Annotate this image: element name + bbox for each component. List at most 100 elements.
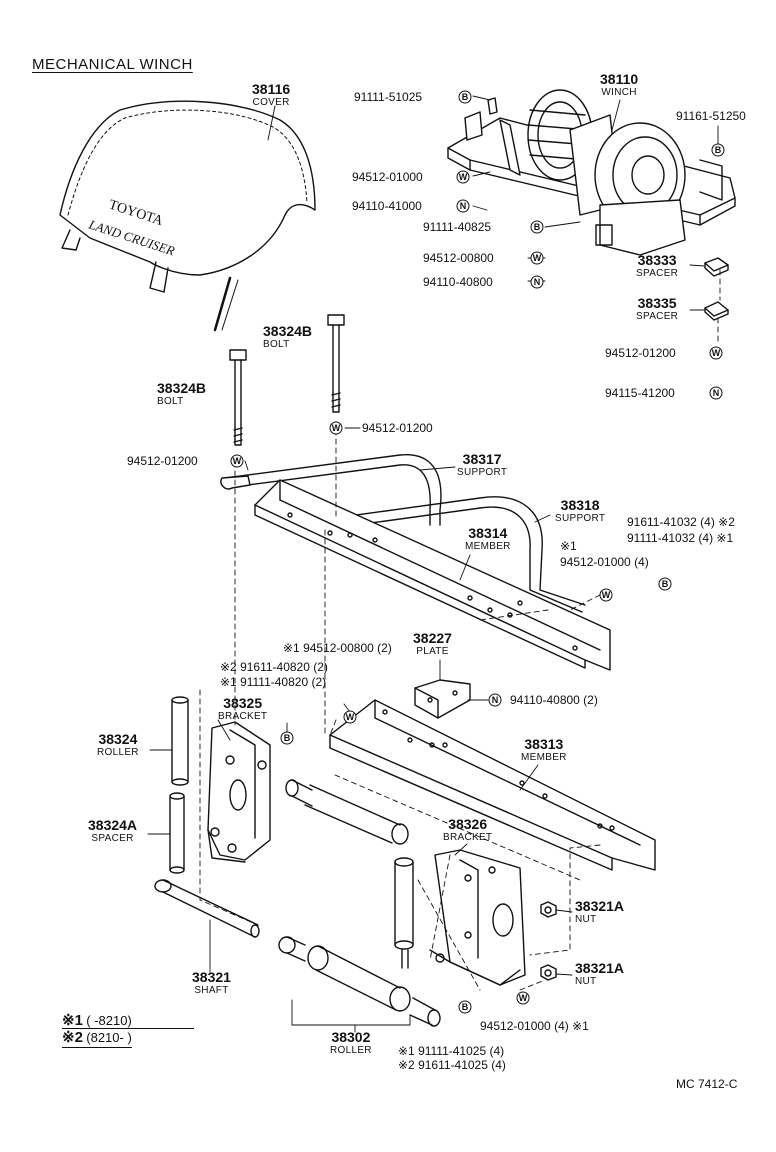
member-38314 [254, 479, 611, 671]
svg-text:W: W [519, 993, 528, 1003]
part-number: 38321A [575, 898, 625, 914]
part-name: ROLLER [97, 747, 139, 758]
svg-text:B: B [462, 92, 469, 102]
part-name: BOLT [157, 396, 184, 407]
svg-text:N: N [713, 388, 720, 398]
fastener-f1: 91111-51025 [354, 90, 423, 104]
part-name: NUT [575, 976, 597, 987]
fastener-f17: ※1 91111-40820 (2) [220, 675, 327, 689]
label-bolt-left: 38324B BOLT [157, 380, 207, 408]
part-number: 38227 [413, 630, 452, 646]
washer-symbol-icon: W [343, 710, 357, 724]
legend-text-2: (8210- ) [86, 1030, 132, 1045]
washer-symbol-icon: W [530, 251, 544, 265]
label-bracket-38326: 38326 BRACKET [443, 817, 493, 844]
washer-symbol-icon: W [329, 421, 343, 435]
fastener-f20: ※1 91111-41025 (4) [398, 1044, 505, 1058]
label-shaft: 38321 SHAFT [192, 969, 231, 997]
part-name: BRACKET [443, 832, 493, 843]
bolt-symbol-icon: B [458, 1000, 472, 1014]
nut-lower [540, 964, 557, 981]
bolt-symbol-icon: B [711, 143, 725, 157]
assembly-guide-lines [199, 269, 721, 991]
roller-38302 [278, 936, 441, 1027]
svg-text:W: W [459, 172, 468, 182]
legend-note-1: ※1 ( -8210) [62, 1012, 132, 1029]
part-number: 38324B [157, 380, 207, 396]
fastener-f16: ※2 91611-40820 (2) [220, 660, 328, 674]
svg-text:B: B [662, 579, 669, 589]
fastener-f14-mark: ※1 [560, 539, 577, 553]
washer-symbol-icon: W [516, 991, 530, 1005]
label-spacer-38324a: 38324A SPACER [88, 817, 138, 845]
label-bolt-right: 38324B BOLT [263, 324, 312, 351]
legend-mark-1: ※1 [62, 1012, 83, 1029]
diagram-code: MC 7412-C [676, 1077, 738, 1091]
fastener-f6: 94512-00800 [423, 251, 494, 265]
fastener-f5: 91111-40825 [423, 220, 492, 234]
part-number: 38302 [331, 1029, 371, 1045]
washer-symbol-icon: W [599, 588, 613, 602]
svg-text:N: N [460, 201, 467, 211]
bolt-symbol-icon: B [458, 90, 472, 104]
part-name: WINCH [601, 87, 637, 98]
part-name: ROLLER [330, 1045, 372, 1056]
part-number: 38317 [462, 451, 502, 467]
roller-vertical [394, 857, 414, 969]
label-roller-38302: 38302 ROLLER [330, 1029, 372, 1057]
part-number: 38333 [637, 252, 677, 268]
svg-text:B: B [462, 1002, 469, 1012]
part-name: SPACER [91, 833, 134, 844]
part-number: 38318 [560, 497, 600, 513]
fastener-f19: 94512-01000 (4) ※1 [480, 1019, 589, 1033]
washer-symbol-icon: W [230, 454, 244, 468]
part-number: 38313 [524, 736, 564, 752]
bracket-38326 [429, 849, 526, 986]
part-number: 38325 [223, 695, 263, 711]
label-member-38313: 38313 MEMBER [521, 736, 567, 764]
label-plate: 38227 PLATE [413, 630, 452, 658]
roller-upper [285, 779, 409, 845]
winch-cover: TOYOTA LAND CRUISER [59, 100, 316, 332]
svg-text:W: W [346, 712, 355, 722]
plate-38227 [414, 679, 471, 719]
fastener-f15: ※1 94512-00800 (2) [283, 641, 392, 655]
legend-note-2: ※2 (8210- ) [62, 1029, 132, 1048]
svg-text:W: W [533, 253, 542, 263]
part-name: MEMBER [465, 541, 511, 552]
svg-text:N: N [492, 695, 499, 705]
spacer-38335 [704, 301, 729, 321]
fastener-f3: 94512-01000 [352, 170, 423, 184]
spacer-38324a [169, 792, 185, 874]
fastener-f4: 94110-41000 [352, 199, 422, 213]
legend-mark-2: ※2 [62, 1029, 83, 1046]
fastener-f7: 94110-40800 [423, 275, 493, 289]
part-number: 38324A [88, 817, 138, 833]
svg-text:W: W [332, 423, 341, 433]
nut-symbol-icon: N [709, 386, 723, 400]
shaft-38321 [154, 879, 260, 938]
bracket-38325 [207, 721, 271, 863]
nut-upper [540, 901, 557, 918]
fastener-f2: 91161-51250 [676, 109, 746, 123]
svg-text:W: W [602, 590, 611, 600]
bolt-symbol-icon: B [530, 220, 544, 234]
roller-38324 [171, 696, 189, 786]
nut-symbol-icon: N [530, 275, 544, 289]
part-number: 38321 [192, 969, 231, 985]
part-name: COVER [252, 97, 290, 108]
label-spacer-38335: 38335 SPACER [636, 295, 679, 323]
label-nut-upper: 38321A NUT [575, 898, 625, 926]
part-name: BOLT [263, 339, 290, 350]
part-number: 38335 [637, 295, 677, 311]
label-support-38318: 38318 SUPPORT [555, 497, 606, 525]
bolt-left [229, 349, 247, 446]
part-number: 38314 [468, 525, 508, 541]
part-name: SUPPORT [555, 513, 606, 524]
label-winch: 38110 WINCH [600, 72, 638, 99]
member-38313 [329, 699, 656, 871]
svg-text:B: B [534, 222, 541, 232]
label-cover: 38116 COVER [252, 82, 290, 109]
part-name: SPACER [636, 311, 679, 322]
